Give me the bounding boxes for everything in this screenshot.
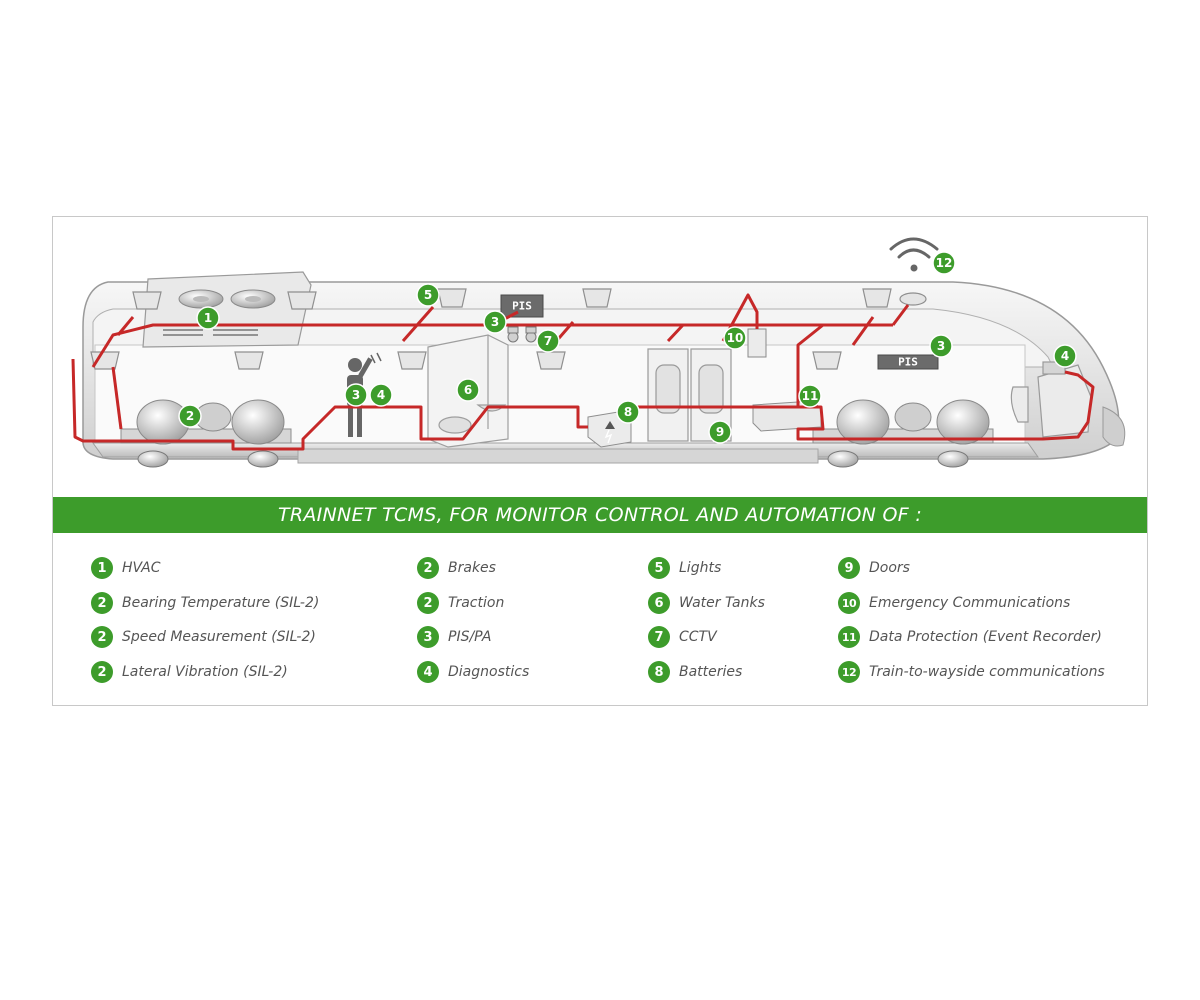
svg-text:3: 3 xyxy=(491,315,499,329)
legend-badge: 5 xyxy=(648,557,670,579)
legend-badge: 2 xyxy=(91,592,113,614)
legend-badge: 2 xyxy=(91,661,113,683)
legend-item-water-tanks: 6 Water Tanks xyxy=(648,592,765,614)
hvac-unit xyxy=(142,271,312,348)
callout-bogie-rear: 2 xyxy=(178,404,202,428)
legend-badge: 11 xyxy=(838,626,860,648)
legend-label: Diagnostics xyxy=(448,664,530,680)
svg-text:10: 10 xyxy=(727,331,744,345)
legend-label: Speed Measurement (SIL-2) xyxy=(122,629,316,645)
legend-label: Data Protection (Event Recorder) xyxy=(869,629,1102,645)
legend-badge: 1 xyxy=(91,557,113,579)
svg-text:6: 6 xyxy=(464,383,472,397)
legend-item-speed-measurement: 2 Speed Measurement (SIL-2) xyxy=(91,626,316,648)
legend-label: Lateral Vibration (SIL-2) xyxy=(122,664,288,680)
callout-lights: 5 xyxy=(416,283,440,307)
svg-text:4: 4 xyxy=(1061,349,1069,363)
svg-text:7: 7 xyxy=(544,334,552,348)
legend-label: Brakes xyxy=(448,560,496,576)
callout-cab-diag: 4 xyxy=(1053,344,1077,368)
legend-item-diagnostics: 4 Diagnostics xyxy=(417,661,529,683)
banner-title: TRAINNET TCMS, FOR MONITOR CONTROL AND A… xyxy=(277,504,923,526)
svg-text:3: 3 xyxy=(352,388,360,402)
emergency-comm-box xyxy=(747,328,767,358)
legend-label: Doors xyxy=(869,560,910,576)
legend-badge: 7 xyxy=(648,626,670,648)
callout-hvac: 1 xyxy=(196,306,220,330)
legend-badge: 2 xyxy=(417,592,439,614)
legend-item-emergency-communications: 10 Emergency Communications xyxy=(838,592,1070,614)
svg-text:4: 4 xyxy=(377,388,385,402)
legend-label: Water Tanks xyxy=(679,595,765,611)
callout-antenna: 12 xyxy=(932,251,956,275)
legend-badge: 10 xyxy=(838,592,860,614)
legend-label: HVAC xyxy=(122,560,161,576)
svg-text:3: 3 xyxy=(937,339,945,353)
legend-item-doors: 9 Doors xyxy=(838,557,910,579)
legend-item-train-to-wayside: 12 Train-to-wayside communications xyxy=(838,661,1105,683)
callout-pis-front: 3 xyxy=(929,334,953,358)
legend-label: CCTV xyxy=(679,629,717,645)
svg-text:1: 1 xyxy=(204,311,212,325)
legend-item-brakes: 2 Brakes xyxy=(417,557,496,579)
svg-text:5: 5 xyxy=(424,288,432,302)
legend-label: Emergency Communications xyxy=(869,595,1071,611)
callout-battery: 8 xyxy=(616,400,640,424)
legend-badge: 2 xyxy=(417,557,439,579)
pis-display-front-label: PIS xyxy=(898,356,918,369)
cctv-cameras xyxy=(507,326,537,343)
callout-passenger-pis: 3 xyxy=(344,383,368,407)
legend-label: Batteries xyxy=(679,664,743,680)
diagram-frame: PIS PIS xyxy=(52,216,1148,706)
legend-label: Bearing Temperature (SIL-2) xyxy=(122,595,320,611)
pis-display-front: PIS xyxy=(877,354,939,370)
legend-badge: 4 xyxy=(417,661,439,683)
pis-display-roof: PIS xyxy=(500,294,544,318)
legend-item-pis-pa: 3 PIS/PA xyxy=(417,626,492,648)
legend-label: Lights xyxy=(679,560,722,576)
legend-item-cctv: 7 CCTV xyxy=(648,626,717,648)
callout-passenger-diag: 4 xyxy=(369,383,393,407)
legend-item-data-protection: 11 Data Protection (Event Recorder) xyxy=(838,626,1102,648)
legend-badge: 3 xyxy=(417,626,439,648)
svg-text:11: 11 xyxy=(802,389,819,403)
bogie-front xyxy=(812,399,994,468)
light-fixtures xyxy=(90,288,892,370)
svg-text:8: 8 xyxy=(624,405,632,419)
legend-item-lights: 5 Lights xyxy=(648,557,721,579)
legend-badge: 2 xyxy=(91,626,113,648)
callout-emergency: 10 xyxy=(723,326,747,350)
svg-text:12: 12 xyxy=(936,256,953,270)
legend-badge: 6 xyxy=(648,592,670,614)
legend-label: PIS/PA xyxy=(448,629,492,645)
pis-display-label: PIS xyxy=(512,300,532,313)
legend-item-traction: 2 Traction xyxy=(417,592,504,614)
train-cutaway-diagram: PIS PIS xyxy=(71,237,1126,468)
antenna xyxy=(889,237,939,306)
legend-badge: 12 xyxy=(838,661,860,683)
legend-label: Traction xyxy=(448,595,505,611)
callout-doors: 9 xyxy=(708,420,732,444)
title-banner: TRAINNET TCMS, FOR MONITOR CONTROL AND A… xyxy=(53,497,1147,533)
legend-label: Train-to-wayside communications xyxy=(869,664,1105,680)
callout-cctv: 7 xyxy=(536,329,560,353)
legend-item-bearing-temperature: 2 Bearing Temperature (SIL-2) xyxy=(91,592,319,614)
legend-item-hvac: 1 HVAC xyxy=(91,557,161,579)
callout-recorder: 11 xyxy=(798,384,822,408)
legend-badge: 9 xyxy=(838,557,860,579)
svg-text:9: 9 xyxy=(716,425,724,439)
legend-badge: 8 xyxy=(648,661,670,683)
legend-item-batteries: 8 Batteries xyxy=(648,661,742,683)
legend-item-lateral-vibration: 2 Lateral Vibration (SIL-2) xyxy=(91,661,288,683)
callout-pis-roof: 3 xyxy=(483,310,507,334)
callout-water-tank: 6 xyxy=(456,378,480,402)
svg-text:2: 2 xyxy=(186,409,194,423)
